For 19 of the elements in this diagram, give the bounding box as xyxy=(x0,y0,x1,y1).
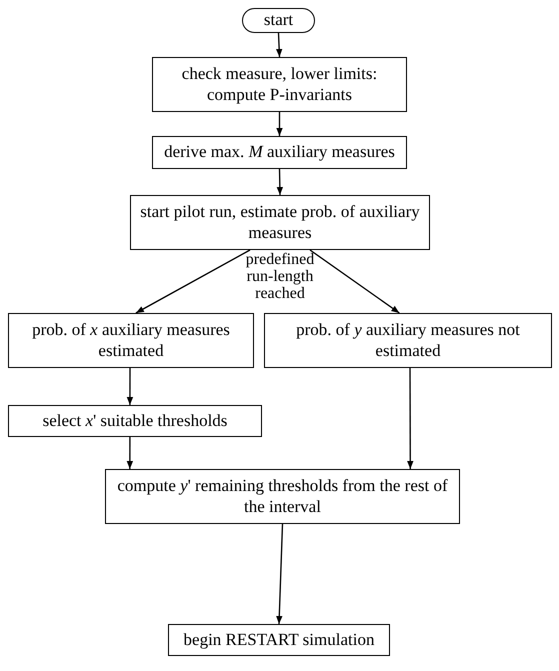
arrow xyxy=(276,112,283,136)
arrow xyxy=(276,524,284,624)
arrow xyxy=(276,168,284,196)
arrow xyxy=(310,249,400,314)
process-box: check measure, lower limits: compute P-invariants xyxy=(152,57,407,112)
branch-label: predefined run-length reached xyxy=(244,252,316,302)
arrow xyxy=(126,437,134,469)
arrow xyxy=(276,32,282,58)
arrow xyxy=(136,249,250,314)
process-box: compute y' remaining thresholds from the rest of the interval xyxy=(105,469,460,524)
process-box: prob. of y auxiliary measures not estimated xyxy=(264,313,552,368)
process-box: start pilot run, estimate prob. of auxiliary measures xyxy=(130,195,430,250)
arrow xyxy=(407,368,414,469)
start-terminal: start xyxy=(242,8,315,33)
arrow xyxy=(126,368,134,405)
process-box: derive max. M auxiliary measures xyxy=(152,136,407,169)
process-box: select x' suitable thresholds xyxy=(8,405,262,437)
process-box: prob. of x auxiliary measures estimated xyxy=(8,313,254,368)
process-box: begin RESTART simulation xyxy=(168,624,390,656)
